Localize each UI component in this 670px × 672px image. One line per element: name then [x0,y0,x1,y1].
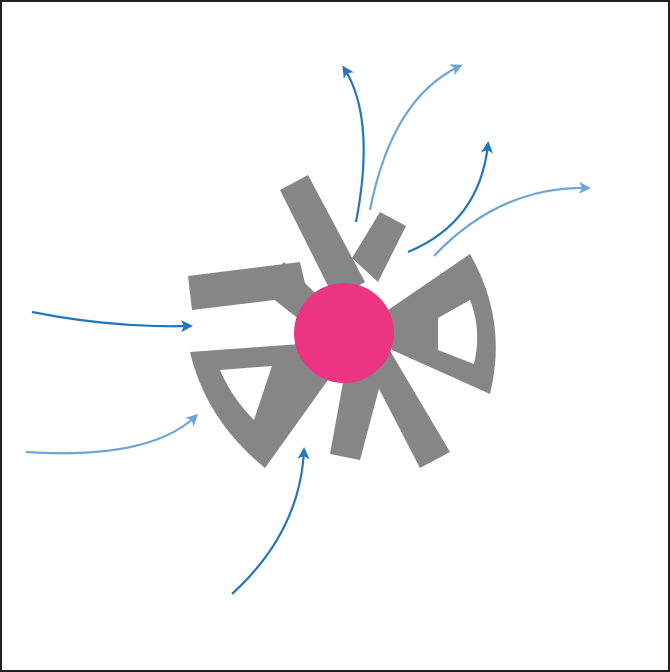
outgoing-arrow-top [344,68,364,222]
outgoing-arrow-right [434,188,588,256]
spoke-right-fan-frame [388,254,496,394]
center-hub [294,283,394,383]
outgoing-arrow-right-upper [408,144,488,252]
incoming-arrow-left [32,312,190,326]
incoming-arrow-bottom [232,450,304,594]
outgoing-arrow-top-right [370,66,460,210]
incoming-arrow-lower-left [26,416,196,453]
